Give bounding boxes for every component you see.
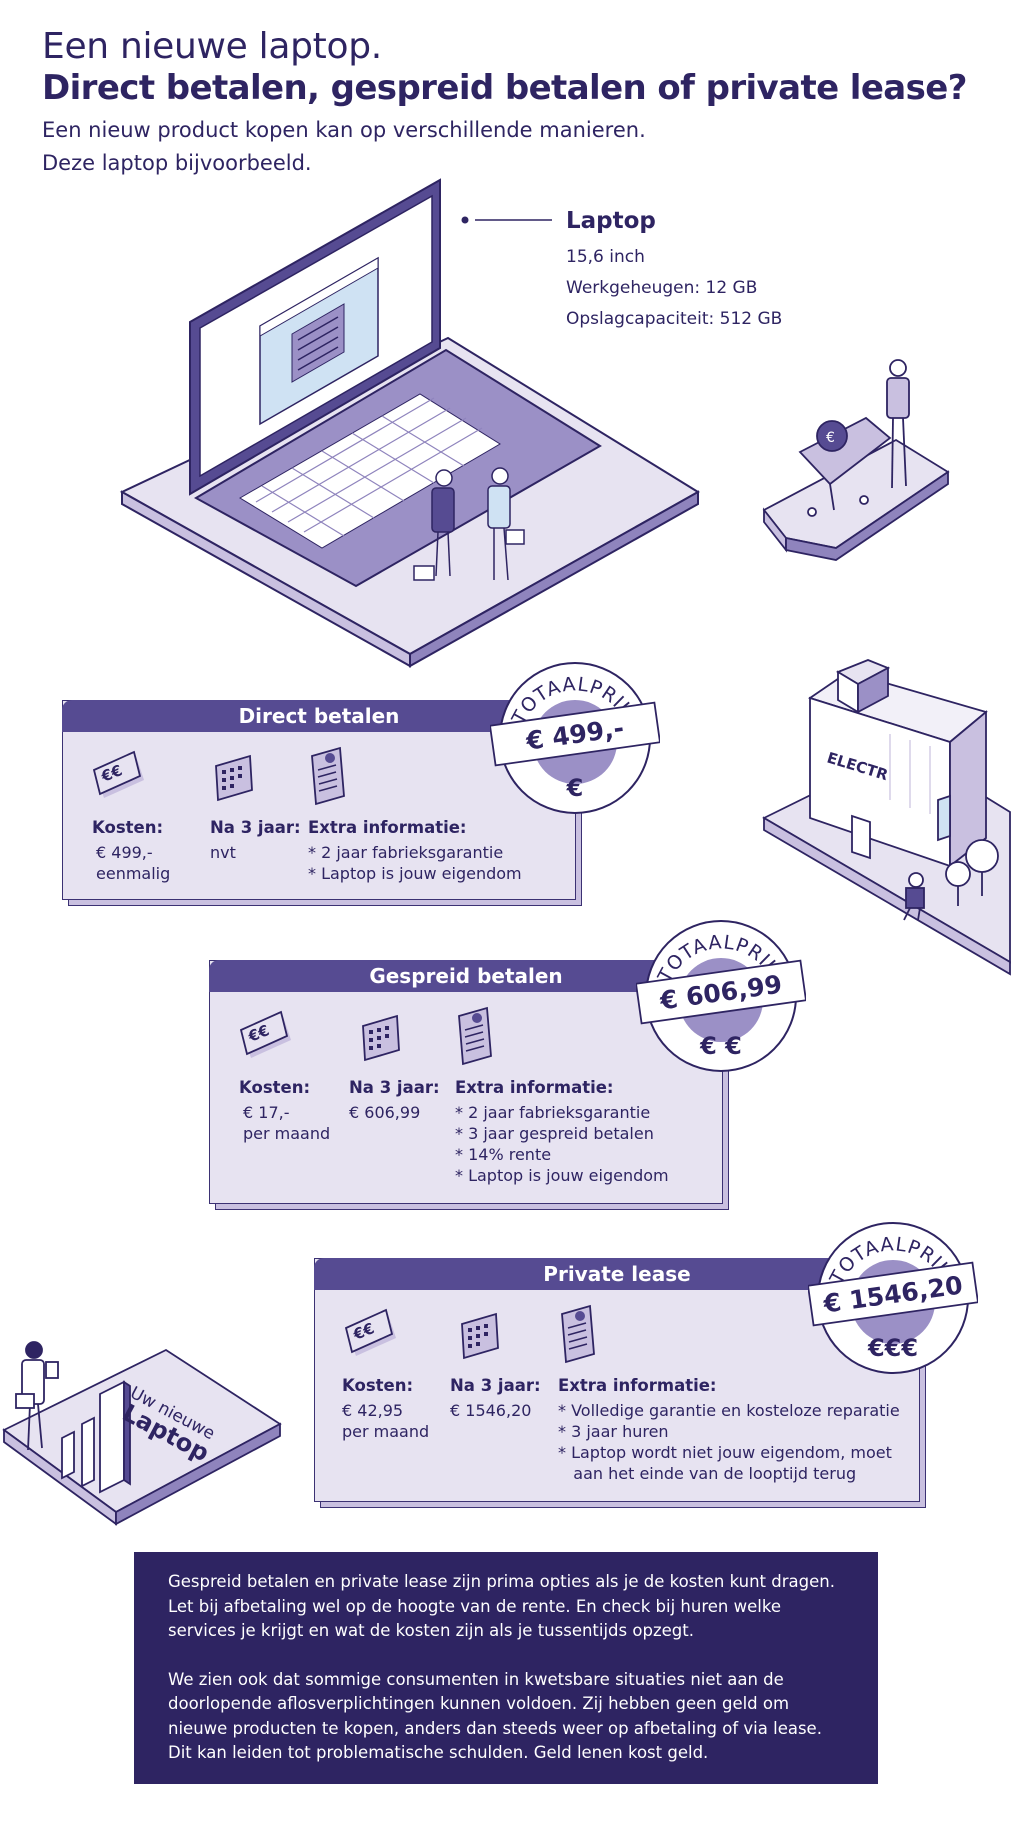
- spec-title: Laptop: [566, 208, 656, 234]
- document-icon: [458, 1006, 492, 1066]
- after3-value: € 1546,20: [450, 1401, 532, 1420]
- costs-label: Kosten:: [239, 1078, 311, 1097]
- extra-label: Extra informatie:: [558, 1376, 717, 1395]
- total-price-stamp-direct: TOTAALPRIJS € 499,- €: [490, 662, 660, 814]
- laptop-illustration: €: [119, 178, 950, 668]
- costs-value: € 42,95: [342, 1401, 404, 1420]
- extra-line: * Volledige garantie en kosteloze repara…: [558, 1401, 900, 1420]
- bar-graph-illustration: Uw nieuwe Laptop: [2, 1341, 282, 1526]
- extra-line: * 2 jaar fabrieksgarantie: [308, 843, 504, 862]
- calendar-icon: [215, 754, 253, 802]
- spec-line: Werkgeheugen: 12 GB: [566, 278, 758, 298]
- intro-line1: Een nieuw product kopen kan op verschill…: [42, 118, 646, 142]
- footer-info-box: Gespreid betalen en private lease zijn p…: [134, 1552, 878, 1784]
- extra-line: * 3 jaar huren: [558, 1422, 669, 1441]
- after3-value: € 606,99: [349, 1103, 421, 1122]
- after3-label: Na 3 jaar:: [349, 1078, 440, 1097]
- spec-line: 15,6 inch: [566, 247, 645, 267]
- extra-line: aan het einde van de looptijd terug: [558, 1464, 857, 1483]
- after3-value: nvt: [210, 843, 236, 862]
- costs-period: eenmalig: [96, 864, 171, 883]
- money-icon: €€: [344, 1308, 396, 1356]
- spec-line: Opslagcapaciteit: 512 GB: [566, 309, 783, 329]
- document-icon: [561, 1304, 595, 1364]
- after3-label: Na 3 jaar:: [210, 818, 301, 837]
- extra-line: * Laptop is jouw eigendom: [455, 1166, 669, 1185]
- extra-line: * Laptop is jouw eigendom: [308, 864, 522, 883]
- svg-text:€: €: [826, 430, 835, 446]
- total-price-stamp-gespreid: TOTAALPRIJS € 606,99 € €: [636, 920, 806, 1072]
- extra-line: * 3 jaar gespreid betalen: [455, 1124, 654, 1143]
- money-icon: €€: [239, 1010, 291, 1058]
- callout-dot: [461, 216, 469, 224]
- stamp-euros: € €: [699, 1032, 742, 1060]
- footer-paragraph: We zien ook dat sommige consumenten in k…: [168, 1669, 822, 1763]
- total-price-stamp-private-lease: TOTAALPRIJS € 1546,20 €€€: [808, 1222, 978, 1374]
- stamp-euros: €: [566, 774, 584, 802]
- extra-label: Extra informatie:: [308, 818, 467, 837]
- costs-label: Kosten:: [92, 818, 164, 837]
- costs-value: € 17,-: [243, 1103, 290, 1122]
- footer-paragraph: Gespreid betalen en private lease zijn p…: [168, 1572, 835, 1640]
- costs-period: per maand: [243, 1124, 331, 1143]
- store-illustration: ELECTR: [762, 659, 1011, 976]
- calendar-icon: [461, 1312, 499, 1360]
- intro-line2: Deze laptop bijvoorbeeld.: [42, 151, 312, 175]
- after3-label: Na 3 jaar:: [450, 1376, 541, 1395]
- page-title-line1: Een nieuwe laptop.: [42, 26, 382, 67]
- costs-label: Kosten:: [342, 1376, 414, 1395]
- stamp-euros: €€€: [867, 1334, 918, 1362]
- extra-label: Extra informatie:: [455, 1078, 614, 1097]
- costs-value: € 499,-: [96, 843, 153, 862]
- option-card-direct: Direct betalen €€ Kosten: € 499,- eenmal…: [62, 700, 582, 906]
- extra-line: * 2 jaar fabrieksgarantie: [455, 1103, 651, 1122]
- page-title-line2: Direct betalen, gespreid betalen of priv…: [42, 68, 967, 108]
- option-card-gespreid: Gespreid betalen €€ Kosten: € 17,- per m…: [209, 960, 729, 1210]
- extra-line: * Laptop wordt niet jouw eigendom, moet: [558, 1443, 892, 1462]
- extra-line: * 14% rente: [455, 1145, 552, 1164]
- calendar-icon: [362, 1014, 400, 1062]
- costs-period: per maand: [342, 1422, 430, 1441]
- document-icon: [311, 746, 345, 806]
- money-icon: €€: [92, 750, 144, 798]
